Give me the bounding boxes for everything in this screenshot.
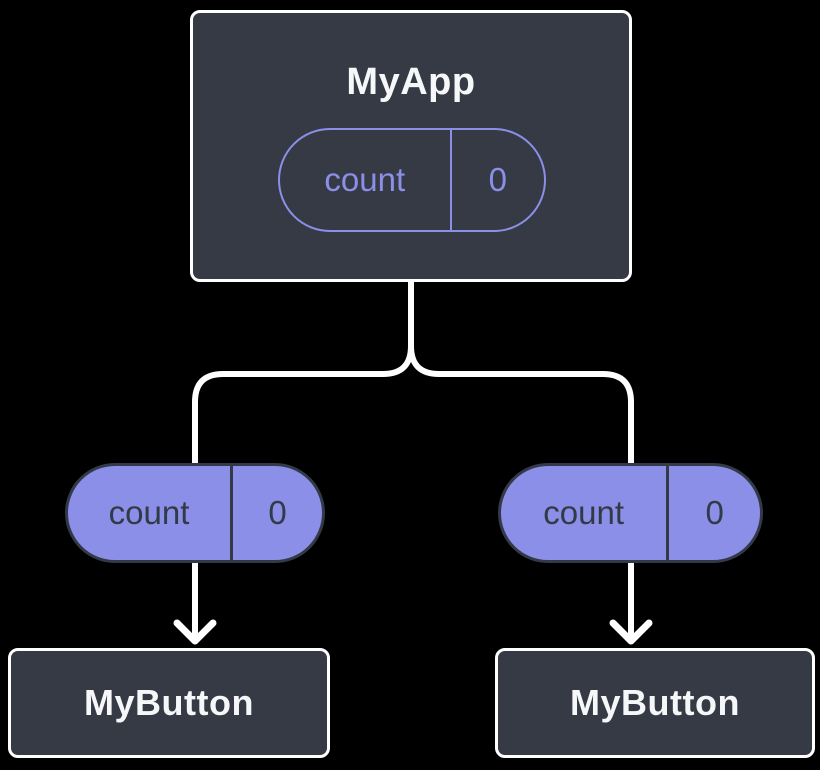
state-pill: count 0 xyxy=(278,128,546,232)
state-pill-key: count xyxy=(280,130,452,230)
arrow-left-head xyxy=(173,619,217,645)
prop-pill-right: count 0 xyxy=(498,463,763,563)
prop-pill-right-key: count xyxy=(501,466,670,560)
myapp-node-title: MyApp xyxy=(346,61,476,103)
branch-left-line xyxy=(192,275,414,469)
mybutton-node-left: MyButton xyxy=(8,648,330,758)
prop-pill-left: count 0 xyxy=(65,463,325,563)
mybutton-node-right: MyButton xyxy=(495,648,815,758)
myapp-node: MyApp count 0 xyxy=(190,10,632,282)
arrow-right-head xyxy=(609,619,653,645)
prop-pill-left-value: 0 xyxy=(268,494,287,531)
mybutton-node-left-title: MyButton xyxy=(84,682,254,723)
prop-pill-left-key: count xyxy=(68,466,234,560)
prop-pill-right-value: 0 xyxy=(705,494,724,531)
mybutton-node-right-title: MyButton xyxy=(570,682,740,723)
state-pill-value: 0 xyxy=(488,161,507,198)
branch-right-line xyxy=(408,275,634,469)
